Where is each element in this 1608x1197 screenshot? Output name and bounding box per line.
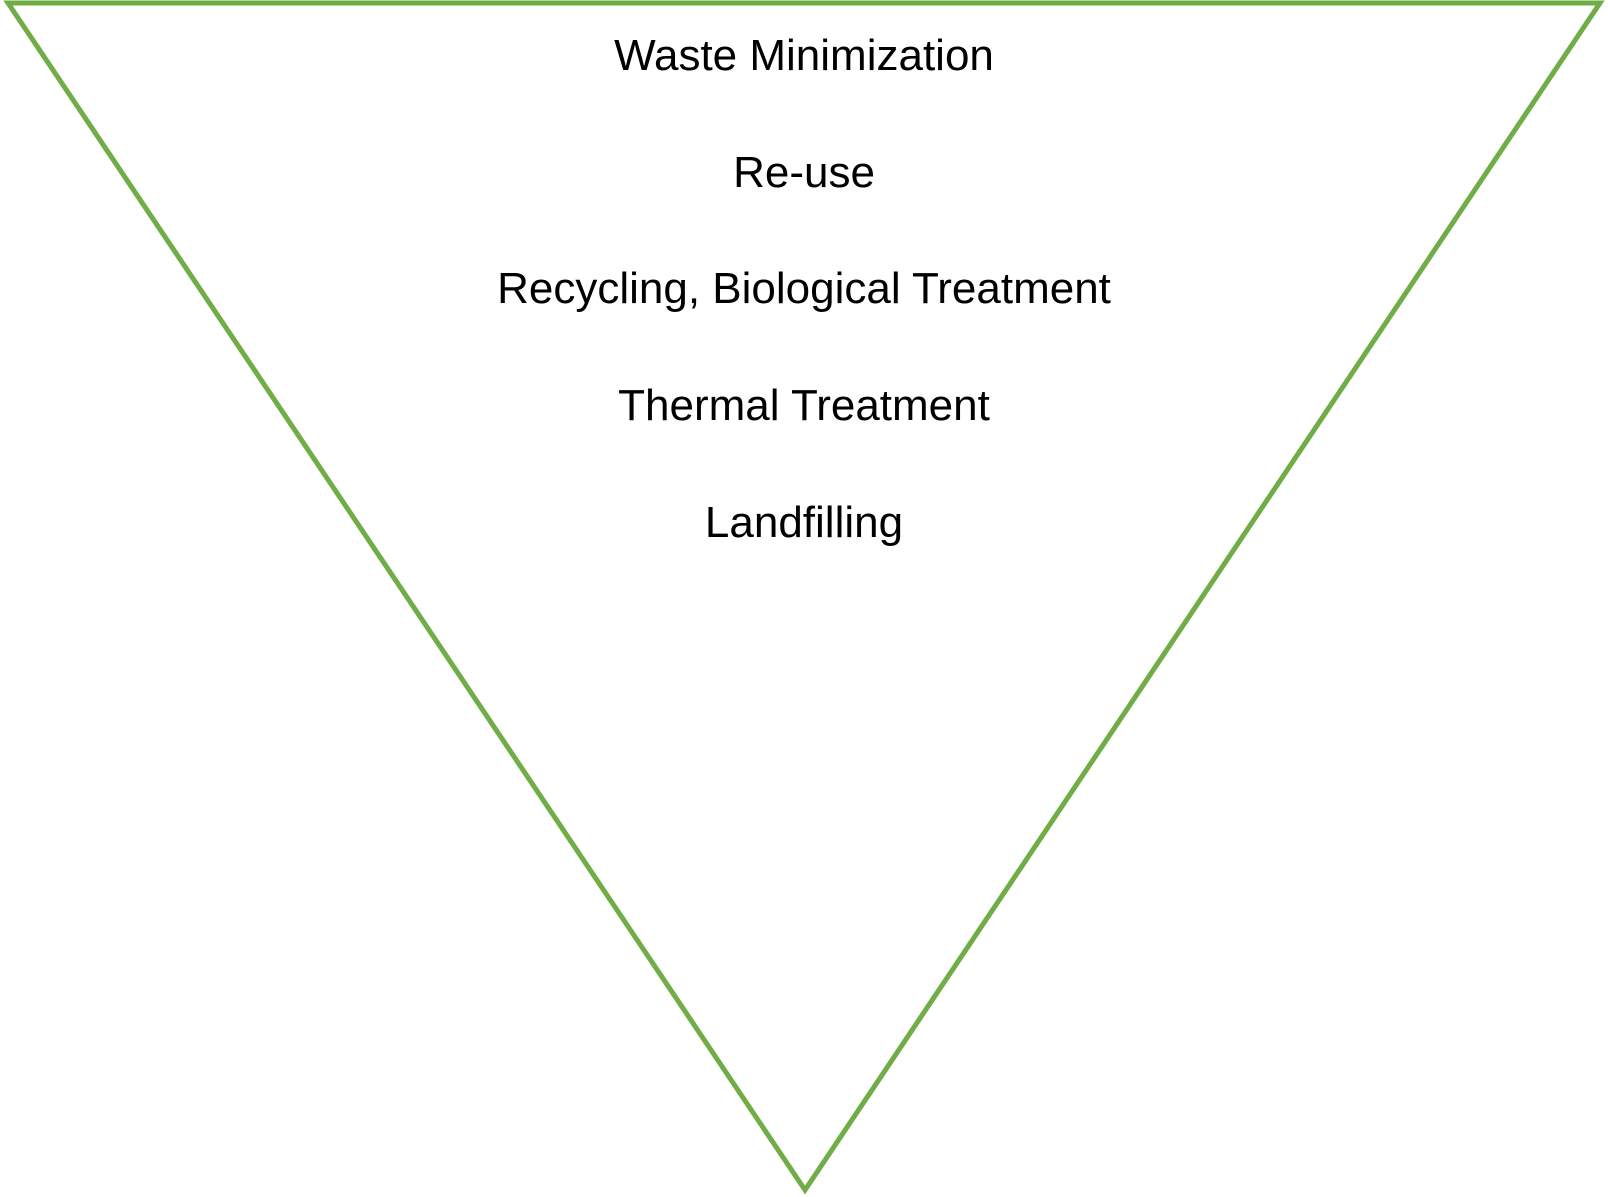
level-recycling-biological-treatment: Recycling, Biological Treatment <box>497 264 1111 313</box>
level-landfilling: Landfilling <box>704 498 904 547</box>
level-waste-minimization: Waste Minimization <box>614 31 994 80</box>
level-re-use: Re-use <box>733 148 875 197</box>
level-thermal-treatment: Thermal Treatment <box>618 381 990 430</box>
inverted-triangle <box>3 0 1605 1195</box>
